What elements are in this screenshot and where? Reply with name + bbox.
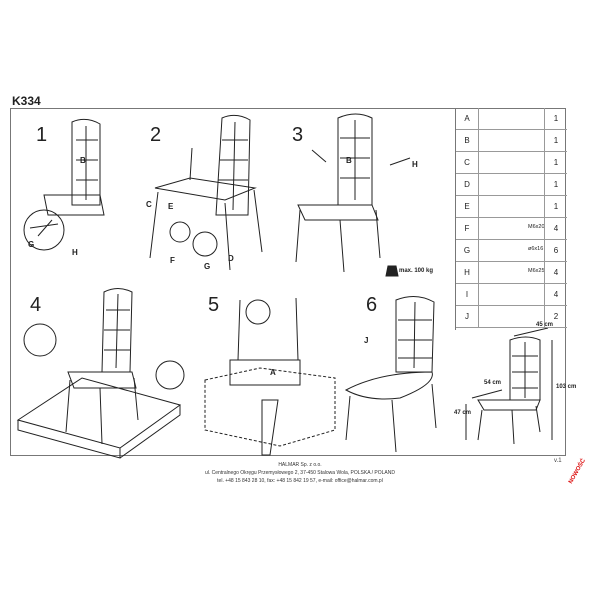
part-label: G xyxy=(204,262,211,271)
part-label: H xyxy=(412,160,418,169)
footer-contact: tel. +48 15 843 28 10, fax: +48 15 842 1… xyxy=(217,478,383,484)
part-label: J xyxy=(364,336,369,345)
width-dimension: 45 cm xyxy=(536,322,554,328)
part-label: H xyxy=(72,248,78,257)
step2-frame-illustration xyxy=(149,114,263,271)
part-label: B xyxy=(346,156,352,165)
version-label: v.1 xyxy=(554,458,562,464)
step-number: 2 xyxy=(150,124,162,146)
step4-illustration xyxy=(16,288,185,459)
part-label: B xyxy=(80,156,86,165)
instruction-frame xyxy=(10,108,566,456)
step-number: 3 xyxy=(292,124,304,146)
part-label: C xyxy=(146,200,152,209)
part-label: G xyxy=(28,240,35,249)
step5-illustration xyxy=(204,297,336,456)
step-number: 6 xyxy=(366,294,378,316)
part-label: E xyxy=(168,202,174,211)
height-dimension: 103 cm xyxy=(556,384,577,390)
step-number: 5 xyxy=(208,294,220,316)
weight-icon xyxy=(385,265,399,277)
depth-dimension: 54 cm xyxy=(484,380,502,386)
step-number: 4 xyxy=(30,294,42,316)
part-label: F xyxy=(170,256,175,265)
part-label: A xyxy=(270,368,276,377)
step-number: 1 xyxy=(36,124,48,146)
step6-illustration xyxy=(344,296,437,453)
model-title: K334 xyxy=(12,94,41,108)
footer-address: ul. Centralnego Okręgu Przemysłowego 2, … xyxy=(204,470,395,476)
part-label: D xyxy=(228,254,234,263)
dimensions-illustration xyxy=(465,327,553,445)
footer-company: HALMAR Sp. z o.o. xyxy=(278,462,322,468)
seat-height-dimension: 47 cm xyxy=(454,410,472,416)
max-load-label: max. 100 kg xyxy=(399,268,434,274)
step1-backrest-illustration xyxy=(23,118,105,251)
step3-illustration xyxy=(295,113,411,273)
